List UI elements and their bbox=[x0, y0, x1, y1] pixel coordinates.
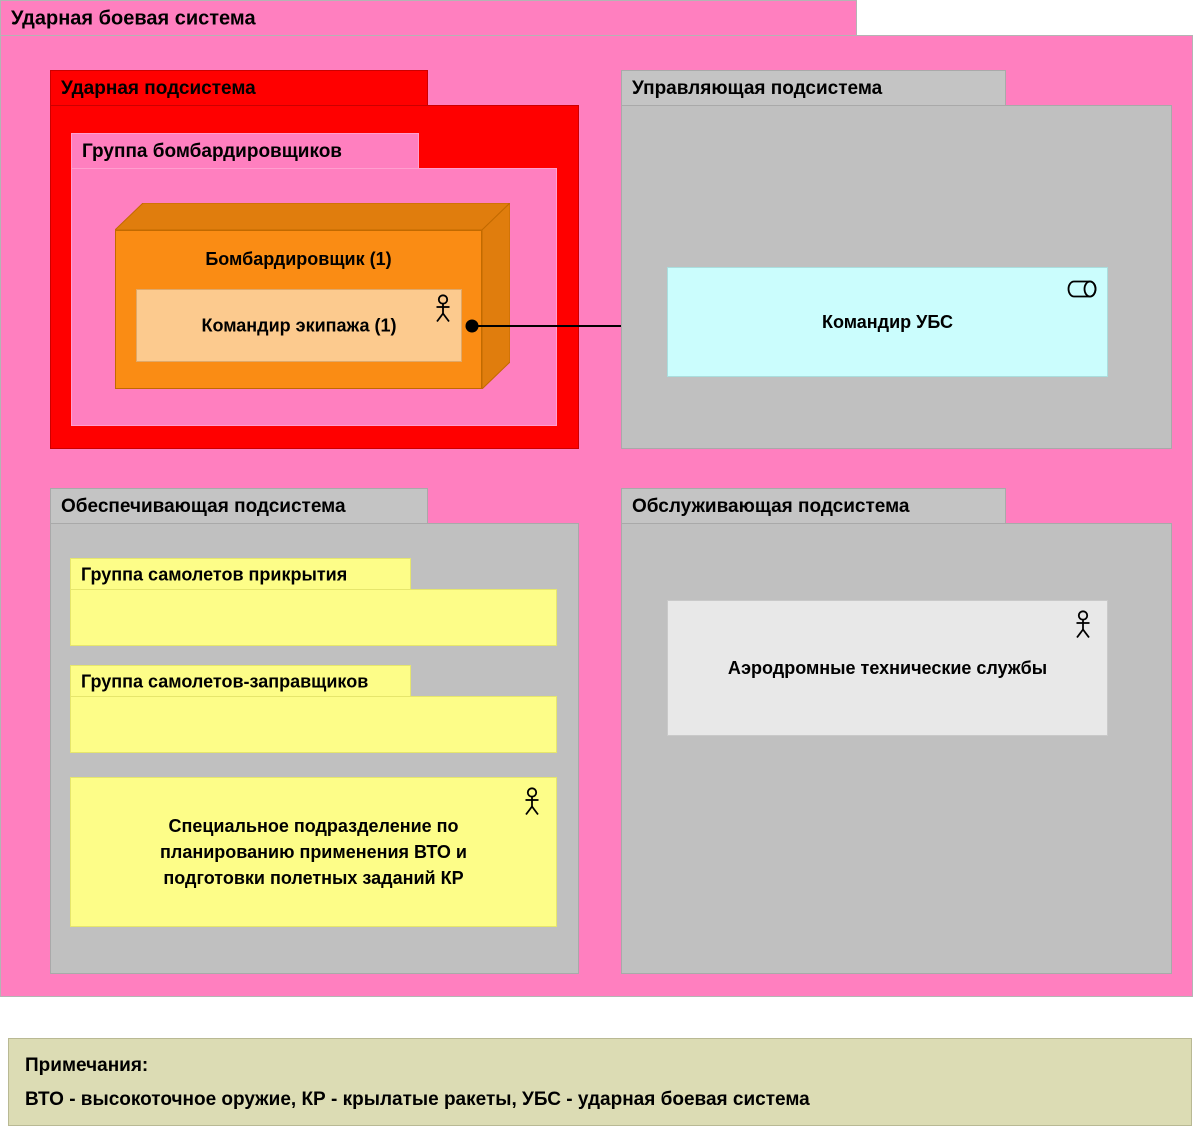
tanker-aircraft-group-body bbox=[70, 696, 557, 753]
strike-subsystem-title: Ударная подсистема bbox=[61, 77, 256, 99]
cylinder-device-icon bbox=[1067, 280, 1097, 298]
service-subsystem-title: Обслуживающая подсистема bbox=[632, 495, 910, 517]
actor-icon bbox=[433, 294, 453, 324]
cover-aircraft-group-title: Группа самолетов прикрытия bbox=[81, 564, 348, 584]
box-commander-ubs-title: Командир УБС bbox=[821, 311, 954, 332]
strike-subsystem-tab: Ударная подсистема bbox=[50, 70, 428, 106]
node-bomber-title: Бомбардировщик (1) bbox=[205, 249, 392, 269]
special-unit-line-3: подготовки полетных заданий КР bbox=[163, 868, 464, 889]
box-crew-commander-title: Командир экипажа (1) bbox=[201, 315, 397, 335]
cover-aircraft-group-body bbox=[70, 589, 557, 646]
service-subsystem-body bbox=[621, 523, 1172, 974]
box-airfield-services: Аэродромные технические службы bbox=[667, 600, 1108, 736]
tanker-aircraft-group-tab: Группа самолетов-заправщиков bbox=[70, 665, 411, 697]
actor-icon bbox=[522, 787, 542, 817]
notes-box: Примечания: ВТО - высокоточное оружие, К… bbox=[8, 1038, 1192, 1126]
notes-heading: Примечания: bbox=[25, 1055, 149, 1076]
package-cover-aircraft-group: Группа самолетов прикрытия bbox=[70, 558, 557, 646]
box-airfield-services-title: Аэродромные технические службы bbox=[727, 657, 1048, 678]
actor-icon bbox=[1073, 610, 1093, 640]
service-subsystem-tab: Обслуживающая подсистема bbox=[621, 488, 1006, 524]
package-service-subsystem: Обслуживающая подсистема bbox=[621, 488, 1172, 974]
node-3d-shading bbox=[115, 203, 510, 389]
support-subsystem-tab: Обеспечивающая подсистема bbox=[50, 488, 428, 524]
package-control-subsystem: Управляющая подсистема bbox=[621, 70, 1172, 449]
support-subsystem-title: Обеспечивающая подсистема bbox=[61, 495, 346, 517]
root-package-title: Ударная боевая система bbox=[11, 7, 256, 29]
control-subsystem-title: Управляющая подсистема bbox=[632, 77, 883, 99]
node-bomber: Бомбардировщик (1) Командир экипажа (1) bbox=[115, 203, 510, 389]
package-tanker-aircraft-group: Группа самолетов-заправщиков bbox=[70, 665, 557, 753]
special-unit-line-2: планированию применения ВТО и bbox=[160, 841, 467, 862]
tanker-aircraft-group-title: Группа самолетов-заправщиков bbox=[81, 671, 369, 691]
control-subsystem-tab: Управляющая подсистема bbox=[621, 70, 1006, 106]
notes-text: ВТО - высокоточное оружие, КР - крылатые… bbox=[25, 1089, 810, 1110]
node-bomber-face: Бомбардировщик (1) Командир экипажа (1) bbox=[115, 230, 482, 389]
box-crew-commander: Командир экипажа (1) bbox=[136, 289, 462, 362]
box-special-unit-title: Специальное подразделение по планировани… bbox=[85, 813, 542, 891]
special-unit-line-1: Специальное подразделение по bbox=[168, 815, 459, 836]
cover-aircraft-group-tab: Группа самолетов прикрытия bbox=[70, 558, 411, 590]
box-special-unit: Специальное подразделение по планировани… bbox=[70, 777, 557, 927]
box-commander-ubs: Командир УБС bbox=[667, 267, 1108, 377]
bomber-group-title: Группа бомбардировщиков bbox=[82, 140, 342, 162]
bomber-group-tab: Группа бомбардировщиков bbox=[71, 133, 419, 169]
root-package-tab: Ударная боевая система bbox=[0, 0, 857, 36]
